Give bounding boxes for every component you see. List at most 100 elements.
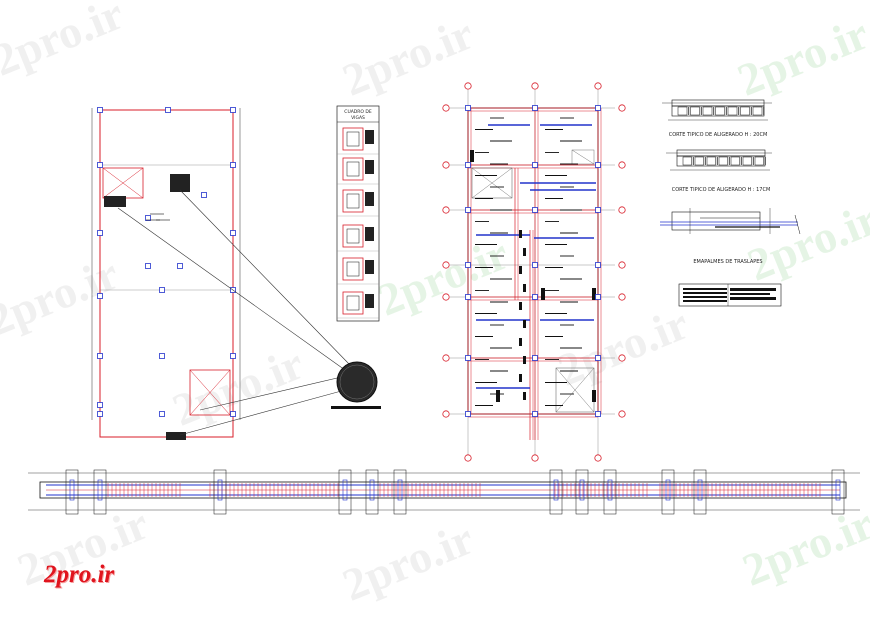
slab-block	[740, 106, 750, 116]
column-marker	[465, 207, 471, 213]
rebar-mark	[523, 392, 526, 400]
column-marker	[159, 353, 165, 359]
rebar-mark	[519, 374, 522, 382]
grid-bubble	[618, 410, 626, 418]
rebar-mark	[523, 320, 526, 328]
rebar-mark	[523, 356, 526, 364]
rebar-mark	[523, 248, 526, 256]
column-marker	[201, 192, 207, 198]
schedule-title-line1: CUADRO DE	[344, 109, 372, 115]
beam-section-drawing	[342, 224, 364, 248]
grid-bubble	[594, 82, 602, 90]
column-marker	[230, 162, 236, 168]
brand-logo[interactable]: 2pro.ir	[44, 561, 115, 588]
grid-bubbles	[442, 82, 626, 462]
column-marker	[230, 107, 236, 113]
rebar-mark	[470, 150, 474, 162]
beam-schedule-table: CUADRO DE VIGAS	[336, 105, 380, 322]
slab-block	[690, 106, 700, 116]
rebar-mark	[523, 284, 526, 292]
slab-block	[730, 156, 740, 166]
column-marker	[532, 262, 538, 268]
column-marker	[595, 355, 601, 361]
column-bar	[579, 479, 585, 501]
slab-block	[727, 106, 738, 116]
column-marker	[465, 355, 471, 361]
footing-detail-circle	[331, 361, 381, 409]
column-bar	[69, 479, 75, 501]
grid-bubble	[442, 354, 450, 362]
grid-bubble	[618, 293, 626, 301]
column-marker	[532, 355, 538, 361]
beam-note-block	[365, 260, 374, 274]
column-stub	[831, 469, 845, 515]
column-marker	[159, 411, 165, 417]
column-marker	[145, 263, 151, 269]
beam-section-drawing	[342, 157, 364, 181]
column-marker	[532, 162, 538, 168]
column-marker	[532, 207, 538, 213]
grid-bubble	[618, 261, 626, 269]
grid-bubble	[442, 293, 450, 301]
splice-label: EMAPALMES DE TRASLAPES	[693, 259, 762, 265]
column-marker	[595, 294, 601, 300]
section-label-20: CORTE TIPICO DE ALIGERADO H : 20CM	[669, 132, 768, 138]
beam-stirrup	[346, 261, 360, 277]
slab-block	[682, 156, 692, 166]
column-marker	[532, 105, 538, 111]
column-marker	[532, 411, 538, 417]
beam-elevation	[28, 469, 860, 515]
beam-section-drawing	[342, 189, 364, 213]
column-marker	[177, 263, 183, 269]
grid-bubble	[464, 82, 472, 90]
column-stub	[93, 469, 107, 515]
slab-block	[706, 156, 716, 166]
column-marker	[595, 262, 601, 268]
grid-bubble	[618, 354, 626, 362]
beam-section-drawing	[342, 257, 364, 281]
column-marker	[230, 353, 236, 359]
grid-bubble	[618, 161, 626, 169]
beam-note-block	[365, 130, 374, 144]
column-marker	[465, 411, 471, 417]
slab-block	[718, 156, 728, 166]
column-bar	[369, 479, 375, 501]
column-marker	[97, 293, 103, 299]
slab-section-20: CORTE TIPICO DE ALIGERADO H : 20CM	[662, 99, 772, 138]
column-marker	[165, 107, 171, 113]
rebar-mark	[519, 266, 522, 274]
schedule-title-line2: VIGAS	[351, 115, 365, 121]
column-marker	[595, 207, 601, 213]
foundation-plan	[91, 107, 381, 440]
rebar-mark	[592, 390, 596, 402]
beam-section-drawing	[342, 291, 364, 315]
column-marker	[595, 162, 601, 168]
slab-block	[694, 156, 704, 166]
grid-bubble	[531, 82, 539, 90]
column-marker	[159, 287, 165, 293]
column-marker	[532, 294, 538, 300]
slab-section-17: CORTE TIPICO DE ALIGERADO H : 17CM	[666, 149, 772, 193]
grid-bubble	[618, 104, 626, 112]
slab-block	[677, 106, 688, 116]
column-stub	[213, 469, 227, 515]
column-bar	[97, 479, 103, 501]
grid-bubble	[442, 261, 450, 269]
beam-section-drawing	[342, 127, 364, 151]
beam-note-block	[365, 192, 374, 206]
column-bar	[553, 479, 559, 501]
column-marker	[97, 353, 103, 359]
column-marker	[230, 411, 236, 417]
column-marker	[97, 107, 103, 113]
column-bar	[607, 479, 613, 501]
column-marker	[465, 262, 471, 268]
column-bar	[397, 479, 403, 501]
beam-note-block	[365, 227, 374, 241]
column-stub	[365, 469, 379, 515]
column-stub	[693, 469, 707, 515]
grid-bubble	[531, 454, 539, 462]
beam-stirrup	[346, 161, 360, 177]
column-stub	[661, 469, 675, 515]
column-stub	[575, 469, 589, 515]
